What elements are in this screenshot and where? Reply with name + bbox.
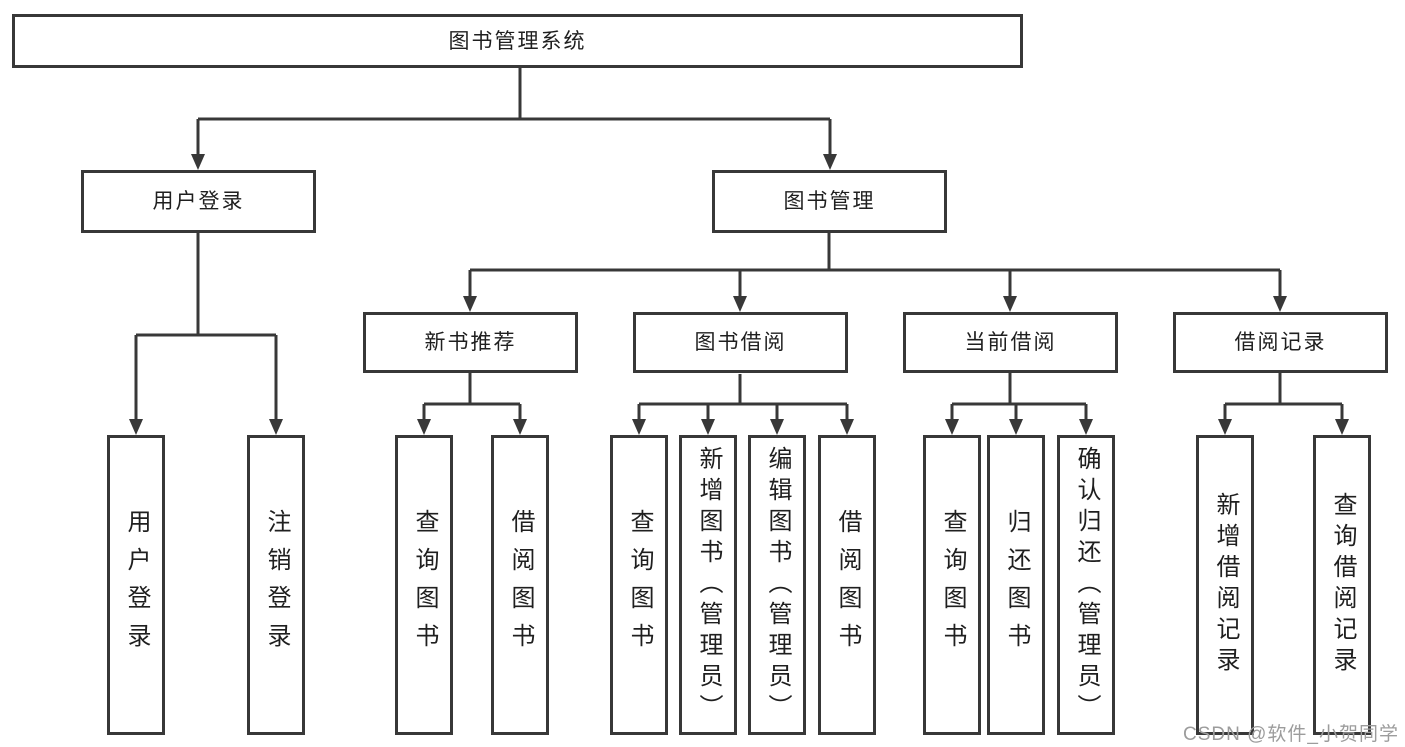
leaf-record-add-borrow-record: 新增借阅记录 bbox=[1196, 435, 1254, 735]
arrowhead bbox=[1079, 419, 1093, 435]
arrowhead bbox=[191, 154, 205, 170]
connector-current-borrow-children bbox=[950, 373, 1088, 420]
arrowhead bbox=[1003, 296, 1017, 312]
connector-new-book-children bbox=[422, 373, 522, 420]
arrowhead bbox=[129, 419, 143, 435]
leaf-borrow-borrow-book: 借阅图书 bbox=[818, 435, 876, 735]
node-user-login-label: 用户登录 bbox=[152, 190, 245, 213]
leaf-borrow-query-book-label: 查询图书 bbox=[626, 509, 653, 661]
node-book-borrow-label: 图书借阅 bbox=[694, 331, 787, 354]
node-current-borrow: 当前借阅 bbox=[903, 312, 1118, 373]
node-book-management-label: 图书管理 bbox=[783, 190, 876, 213]
arrowhead bbox=[840, 419, 854, 435]
leaf-recommend-query-book: 查询图书 bbox=[395, 435, 453, 735]
connector-root-to-level2 bbox=[196, 68, 832, 155]
arrowhead bbox=[269, 419, 283, 435]
node-book-management: 图书管理 bbox=[712, 170, 947, 233]
leaf-recommend-borrow-book-label: 借阅图书 bbox=[507, 509, 534, 661]
node-user-login: 用户登录 bbox=[81, 170, 316, 233]
node-borrow-records-label: 借阅记录 bbox=[1234, 331, 1327, 354]
arrowhead bbox=[1218, 419, 1232, 435]
leaf-current-return-book: 归还图书 bbox=[987, 435, 1045, 735]
node-book-borrow: 图书借阅 bbox=[633, 312, 848, 373]
node-current-borrow-label: 当前借阅 bbox=[964, 331, 1057, 354]
leaf-borrow-query-book: 查询图书 bbox=[610, 435, 668, 735]
node-root: 图书管理系统 bbox=[12, 14, 1023, 68]
leaf-record-query-borrow-record: 查询借阅记录 bbox=[1313, 435, 1371, 735]
connector-user-login-children bbox=[134, 233, 278, 420]
arrowhead bbox=[701, 419, 715, 435]
leaf-borrow-edit-book-admin: 编辑图书（管理员） bbox=[748, 435, 806, 735]
arrowhead bbox=[513, 419, 527, 435]
arrowhead bbox=[945, 419, 959, 435]
leaf-recommend-query-book-label: 查询图书 bbox=[411, 509, 438, 661]
node-root-label: 图书管理系统 bbox=[448, 29, 587, 53]
arrowhead bbox=[632, 419, 646, 435]
node-new-book-recommend-label: 新书推荐 bbox=[424, 331, 517, 354]
leaf-logout-label: 注销登录 bbox=[263, 509, 290, 661]
node-borrow-records: 借阅记录 bbox=[1173, 312, 1388, 373]
connector-book-mgmt-children bbox=[468, 233, 1282, 297]
leaf-current-query-book: 查询图书 bbox=[923, 435, 981, 735]
leaf-record-add-borrow-record-label: 新增借阅记录 bbox=[1212, 492, 1239, 678]
leaf-current-return-book-label: 归还图书 bbox=[1003, 509, 1030, 661]
leaf-user-login-label: 用户登录 bbox=[123, 509, 150, 661]
watermark: CSDN @软件_小贺同学 bbox=[1183, 724, 1399, 745]
leaf-recommend-borrow-book: 借阅图书 bbox=[491, 435, 549, 735]
arrowhead bbox=[1335, 419, 1349, 435]
leaf-current-query-book-label: 查询图书 bbox=[939, 509, 966, 661]
leaf-borrow-add-book-admin-label: 新增图书（管理员） bbox=[695, 445, 722, 725]
node-new-book-recommend: 新书推荐 bbox=[363, 312, 578, 373]
arrowhead bbox=[1273, 296, 1287, 312]
arrowhead bbox=[770, 419, 784, 435]
arrowhead bbox=[733, 296, 747, 312]
leaf-borrow-borrow-book-label: 借阅图书 bbox=[834, 509, 861, 661]
connector-book-borrow-children bbox=[637, 374, 849, 420]
arrowhead bbox=[463, 296, 477, 312]
leaf-current-confirm-return-admin: 确认归还（管理员） bbox=[1057, 435, 1115, 735]
leaf-current-confirm-return-admin-label: 确认归还（管理员） bbox=[1073, 445, 1100, 725]
leaf-logout: 注销登录 bbox=[247, 435, 305, 735]
arrowhead bbox=[417, 419, 431, 435]
leaf-borrow-add-book-admin: 新增图书（管理员） bbox=[679, 435, 737, 735]
leaf-borrow-edit-book-admin-label: 编辑图书（管理员） bbox=[764, 445, 791, 725]
arrowhead bbox=[823, 154, 837, 170]
arrowhead bbox=[1009, 419, 1023, 435]
leaf-record-query-borrow-record-label: 查询借阅记录 bbox=[1329, 492, 1356, 678]
leaf-user-login: 用户登录 bbox=[107, 435, 165, 735]
connector-borrow-record-children bbox=[1223, 373, 1344, 420]
